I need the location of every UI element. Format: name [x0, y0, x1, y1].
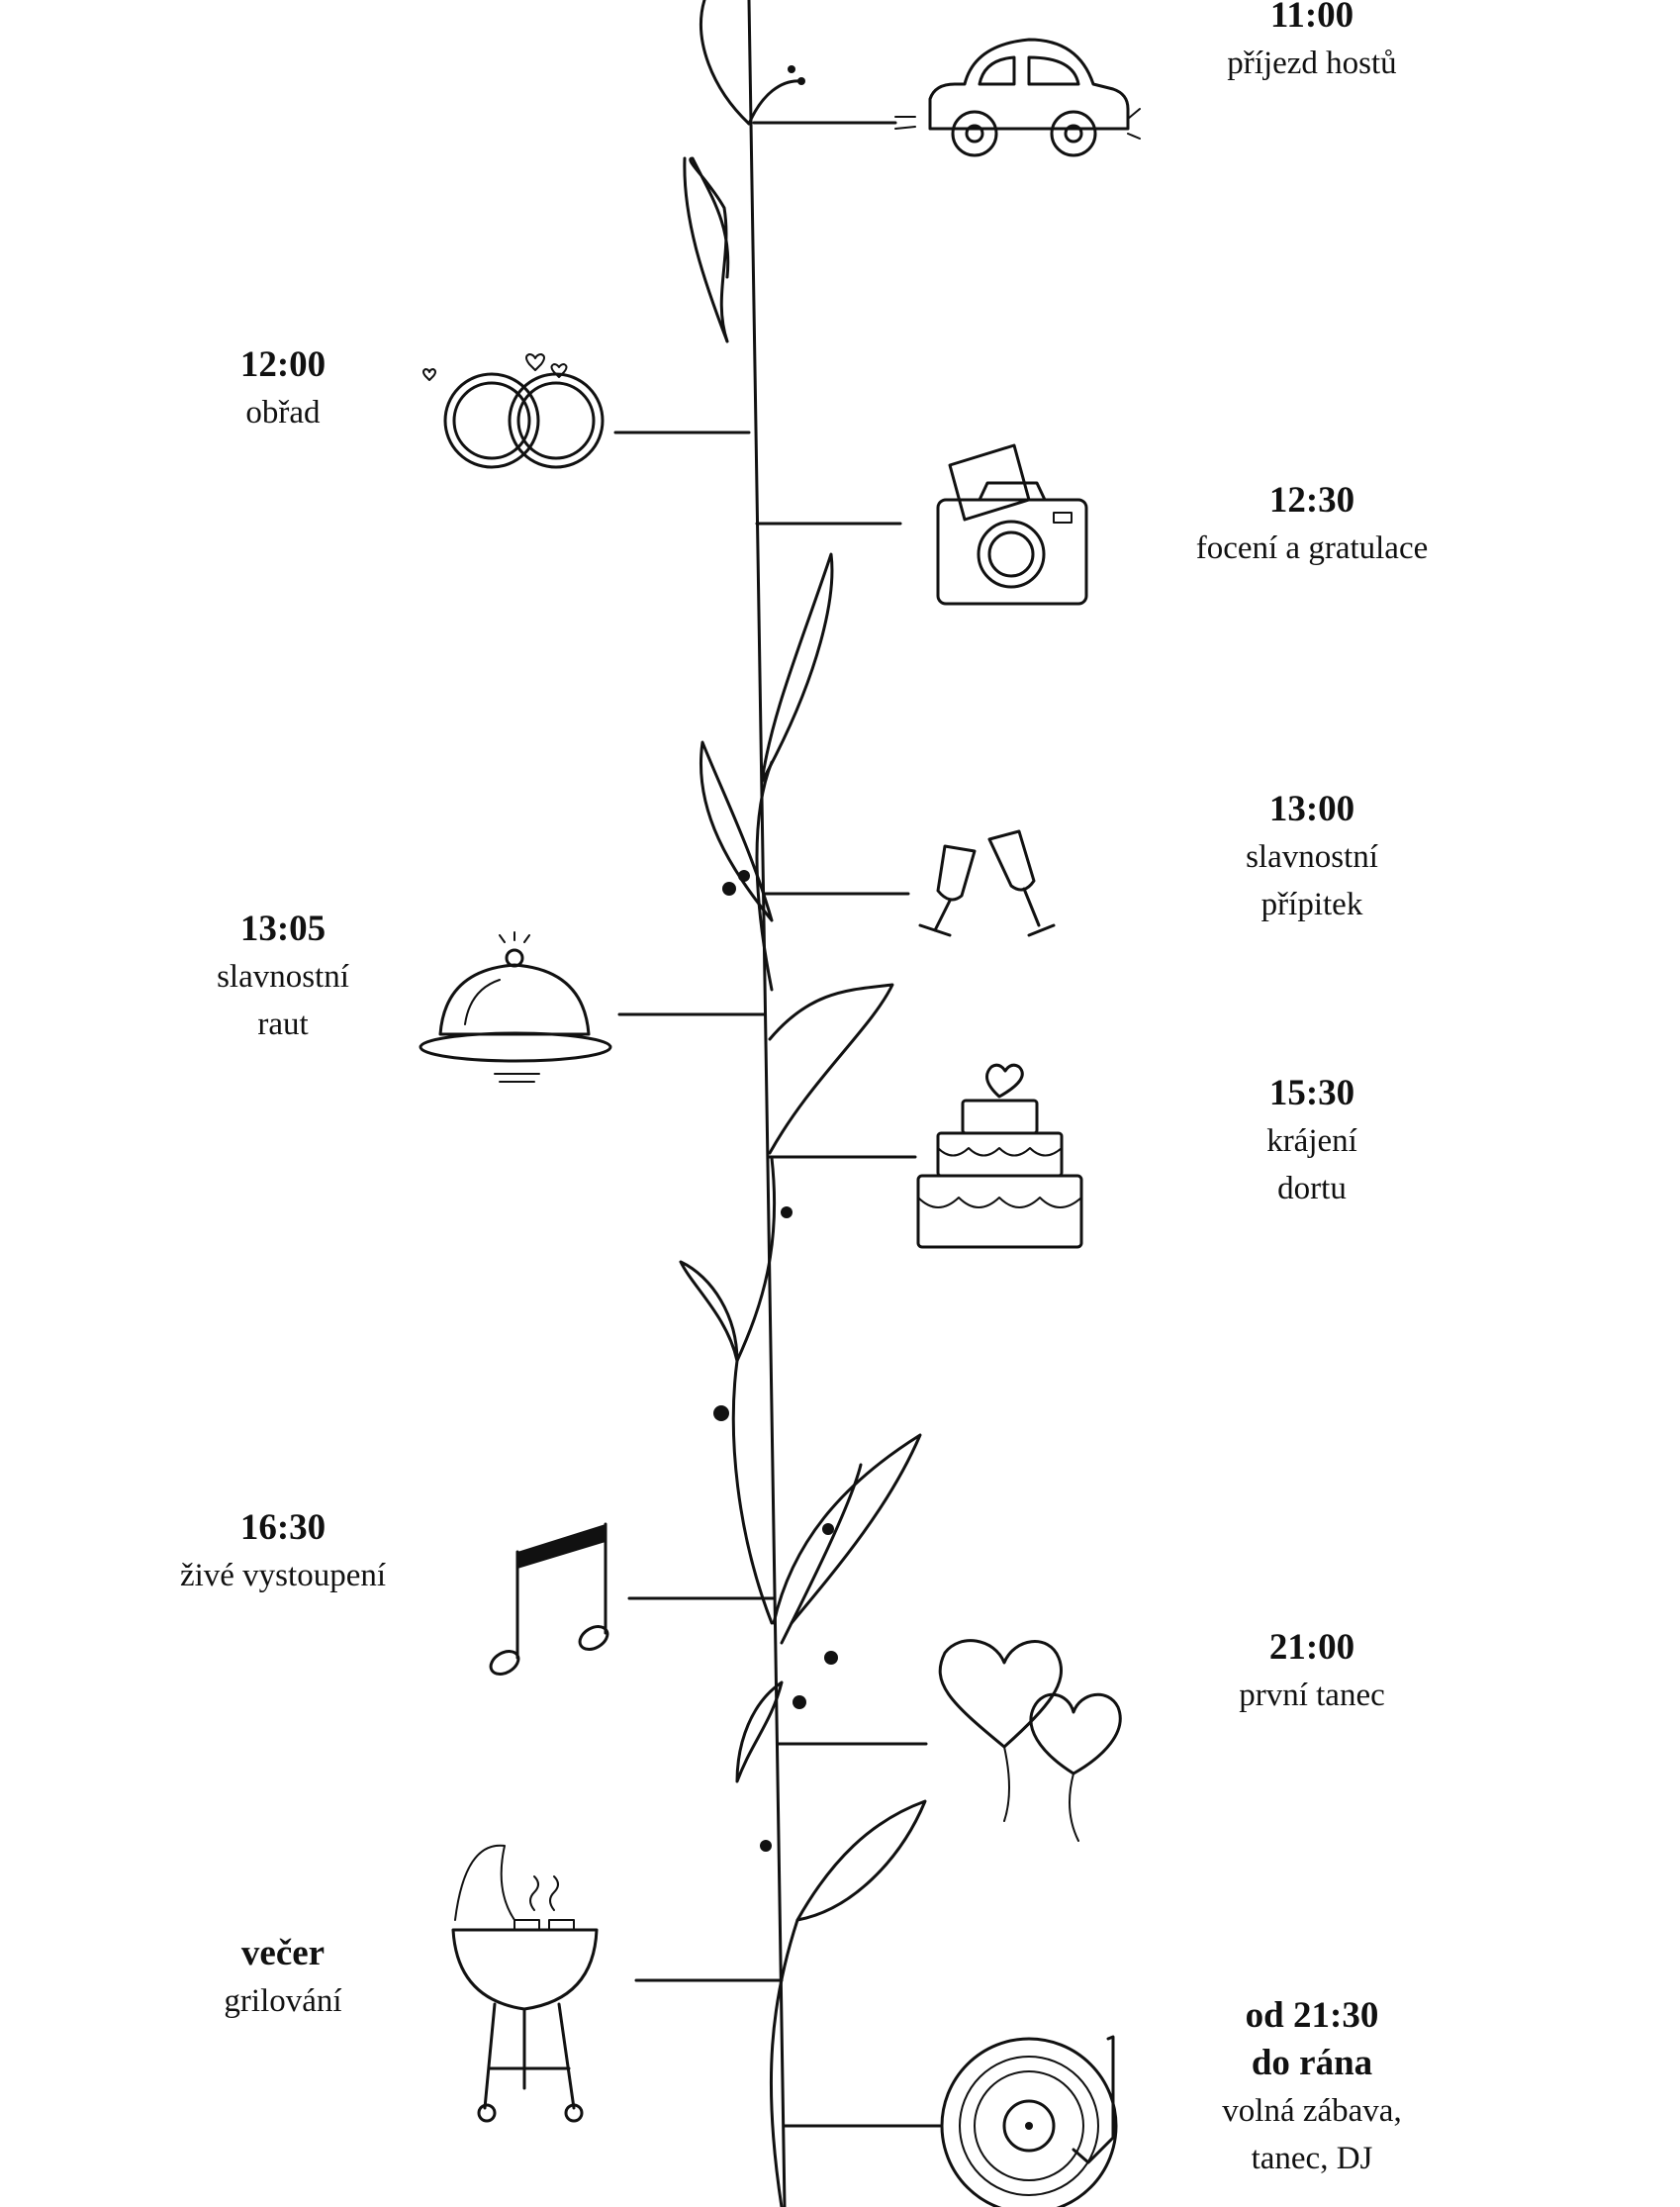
event-label: focení a gratulace: [1195, 530, 1429, 566]
event-label: první tanec: [1239, 1678, 1385, 1713]
event-time: 12:30: [1268, 480, 1355, 521]
event-1300: 13:00 slavnostní přípitek: [1104, 786, 1520, 928]
timeline-connectors: [613, 121, 942, 2128]
grill-icon: [451, 1844, 599, 2123]
event-time: večer: [240, 1933, 326, 1973]
wedding-rings-icon: [422, 353, 605, 469]
event-time: od 21:30: [1245, 1995, 1379, 2036]
event-label: obřad: [245, 395, 321, 431]
event-time: 16:30: [239, 1507, 327, 1548]
event-1630: 16:30 živé vystoupení: [75, 1504, 491, 1599]
food-cloche-icon: [419, 931, 612, 1083]
music-note-icon: [489, 1522, 609, 1676]
event-1230: 12:30 focení a gratulace: [1104, 477, 1520, 572]
event-label: dortu: [1277, 1171, 1347, 1206]
event-2100: 21:00 první tanec: [1104, 1624, 1520, 1719]
event-label: krájení: [1266, 1123, 1357, 1159]
event-1100: 11:00 příjezd hostů: [1104, 0, 1520, 87]
event-time: do rána: [1251, 2043, 1373, 2083]
car-icon: [894, 38, 1141, 157]
event-label: raut: [257, 1007, 309, 1042]
event-1200: 12:00 obřad: [75, 341, 491, 436]
camera-icon: [936, 443, 1088, 606]
wedding-cake-icon: [916, 1063, 1083, 1249]
vinyl-record-icon: [940, 2035, 1118, 2207]
event-time: 15:30: [1268, 1073, 1355, 1113]
event-time: 13:00: [1268, 789, 1355, 829]
event-1305: 13:05 slavnostní raut: [75, 906, 491, 1048]
event-label: přípitek: [1260, 887, 1363, 922]
event-evening: večer grilování: [75, 1930, 491, 2025]
event-label: živé vystoupení: [179, 1558, 387, 1593]
event-label: tanec, DJ: [1251, 2141, 1373, 2176]
heart-balloons-icon: [938, 1639, 1122, 1842]
event-time: 11:00: [1269, 0, 1354, 36]
timeline-trunk: [747, 0, 787, 2207]
event-time: 21:00: [1268, 1627, 1355, 1668]
event-time: 12:00: [239, 344, 327, 385]
vine-decoration-icon: [679, 0, 927, 2207]
event-label: volná zábava,: [1222, 2093, 1402, 2129]
event-2130: od 21:30 do rána volná zábava, tanec, DJ: [1104, 1992, 1520, 2182]
event-time: 13:05: [239, 909, 327, 949]
event-label: slavnostní: [1246, 839, 1378, 875]
event-1530: 15:30 krájení dortu: [1104, 1070, 1520, 1212]
event-label: slavnostní: [217, 959, 349, 995]
event-label: příjezd hostů: [1227, 46, 1397, 81]
champagne-glasses-icon: [918, 829, 1056, 937]
event-label: grilování: [224, 1983, 342, 2019]
